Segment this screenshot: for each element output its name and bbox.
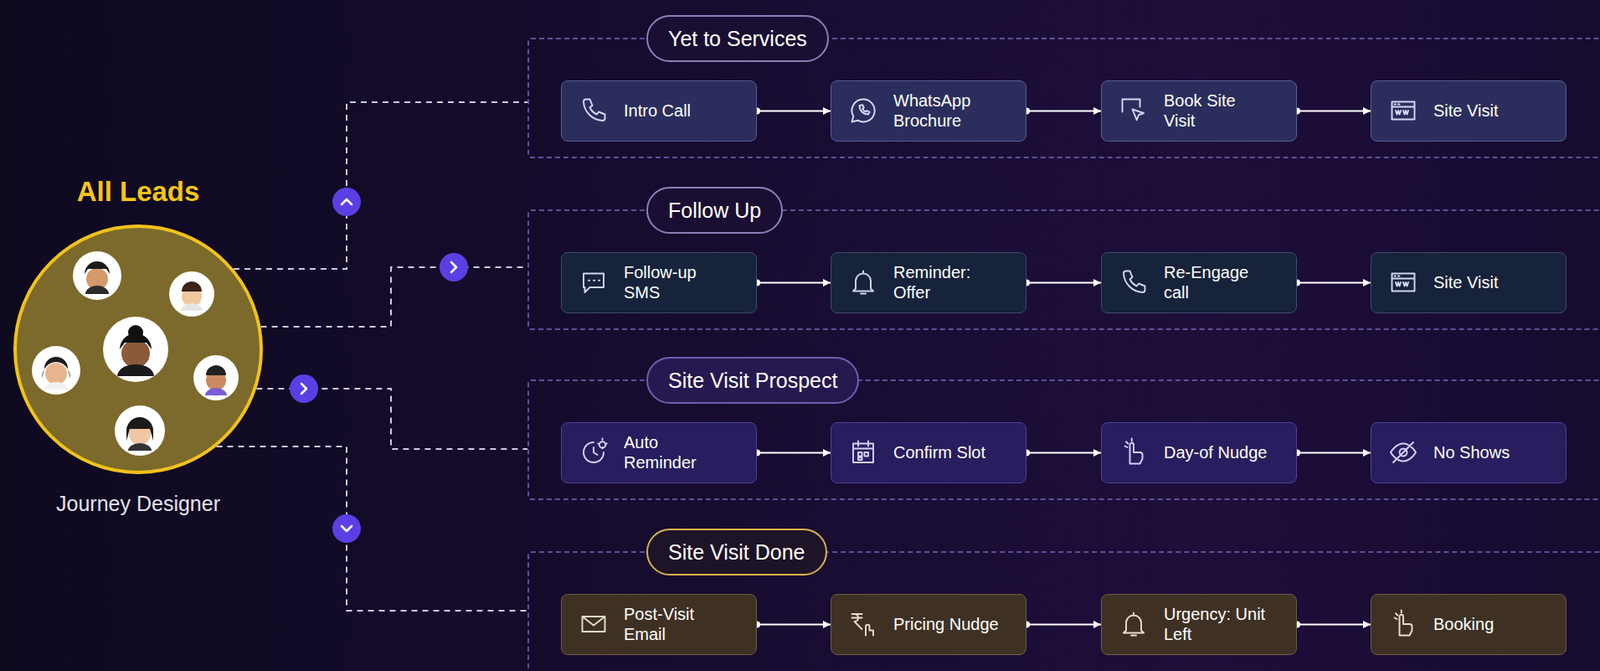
step-icon (1388, 608, 1419, 639)
stage-group: Follow UpFollow-up SMSReminder: OfferRe-… (527, 209, 1600, 330)
step-box: Re-Engage call (1100, 252, 1297, 314)
step-icon (578, 437, 609, 468)
step-icon (578, 267, 609, 298)
step-box: Intro Call (560, 80, 757, 142)
avatar (72, 251, 122, 300)
stage-title: Site Visit Prospect (668, 368, 838, 393)
step-label: Day-of Nudge (1163, 442, 1271, 463)
step-icon (578, 95, 609, 126)
stage-pill: Site Visit Prospect (646, 356, 860, 404)
step-arrow (756, 110, 831, 113)
stage-pill: Follow Up (646, 186, 783, 234)
stage-pill: Yet to Services (646, 15, 829, 62)
step-icon (1388, 267, 1419, 298)
step-arrow (1296, 452, 1371, 454)
stage-group: Site Visit DonePost-Visit EmailPricing N… (527, 550, 1600, 671)
stage-group: Yet to ServicesIntro CallWhatsApp Brochu… (527, 37, 1600, 159)
step-label: Site Visit (1433, 272, 1541, 293)
stage-title: Site Visit Done (668, 540, 806, 565)
step-box: Auto Reminder (560, 421, 757, 484)
step-arrow (1026, 623, 1101, 626)
stage-title: Follow Up (668, 198, 762, 223)
step-label: Confirm Slot (893, 442, 1001, 463)
step-icon (1118, 608, 1149, 639)
step-box: Follow-up SMS (560, 252, 757, 314)
step-label: Auto Reminder (623, 432, 731, 473)
avatar (193, 354, 239, 401)
step-label: Pricing Nudge (893, 613, 1001, 634)
stage-pill: Site Visit Done (646, 528, 828, 576)
step-arrow (1026, 110, 1101, 113)
step-label: Intro Call (623, 100, 731, 121)
step-label: Reminder: Offer (893, 262, 1001, 303)
avatar (169, 271, 215, 317)
step-label: Urgency: Unit Left (1163, 603, 1271, 644)
step-label: Re-Engage call (1163, 262, 1271, 303)
step-box: Site Visit (1370, 80, 1567, 142)
step-box: Pricing Nudge (830, 593, 1027, 655)
step-label: No Shows (1433, 442, 1541, 463)
journey-branch (216, 446, 528, 611)
step-arrow (1296, 623, 1371, 626)
step-box: Book Site Visit (1100, 80, 1297, 142)
step-label: WhatsApp Brochure (893, 90, 1001, 131)
journey-branch (233, 102, 528, 269)
step-box: WhatsApp Brochure (830, 80, 1027, 142)
chevron-up (332, 187, 361, 217)
step-box: Site Visit (1370, 252, 1567, 314)
leads-circle: All LeadsJourney Designer (13, 224, 263, 474)
step-box: Reminder: Offer (830, 252, 1027, 314)
step-box: Post-Visit Email (560, 593, 757, 655)
step-arrow (756, 623, 831, 626)
stage-title: Yet to Services (668, 26, 808, 52)
step-label: Booking (1433, 613, 1541, 634)
avatar (31, 345, 81, 395)
step-arrow (1026, 282, 1101, 284)
step-icon (848, 95, 879, 126)
step-icon (848, 437, 879, 468)
stage-group: Site Visit ProspectAuto ReminderConfirm … (527, 379, 1600, 500)
step-box: Confirm Slot (830, 421, 1027, 484)
step-icon (1118, 267, 1149, 298)
circle-heading: All Leads (77, 175, 201, 208)
step-box: No Shows (1370, 421, 1567, 484)
step-label: Post-Visit Email (623, 603, 731, 644)
step-label: Follow-up SMS (623, 262, 731, 303)
chevron-down (332, 514, 361, 543)
chevron-right (289, 374, 319, 403)
step-icon (1388, 437, 1419, 468)
step-icon (848, 267, 879, 298)
step-label: Site Visit (1433, 100, 1541, 121)
step-icon (578, 608, 609, 639)
step-icon (1388, 95, 1419, 126)
step-arrow (756, 282, 831, 284)
step-arrow (1026, 452, 1101, 454)
step-box: Day-of Nudge (1100, 421, 1297, 484)
step-icon (848, 608, 879, 639)
step-box: Booking (1370, 593, 1567, 655)
step-label: Book Site Visit (1163, 90, 1271, 131)
step-icon (1118, 437, 1149, 468)
avatar (102, 316, 169, 382)
step-box: Urgency: Unit Left (1100, 593, 1297, 655)
step-icon (1118, 95, 1149, 126)
step-arrow (756, 452, 831, 454)
chevron-right (439, 252, 469, 282)
step-arrow (1296, 110, 1371, 113)
journey-branch (261, 267, 528, 327)
step-arrow (1296, 282, 1371, 284)
circle-caption: Journey Designer (56, 491, 221, 516)
avatar (114, 405, 165, 456)
